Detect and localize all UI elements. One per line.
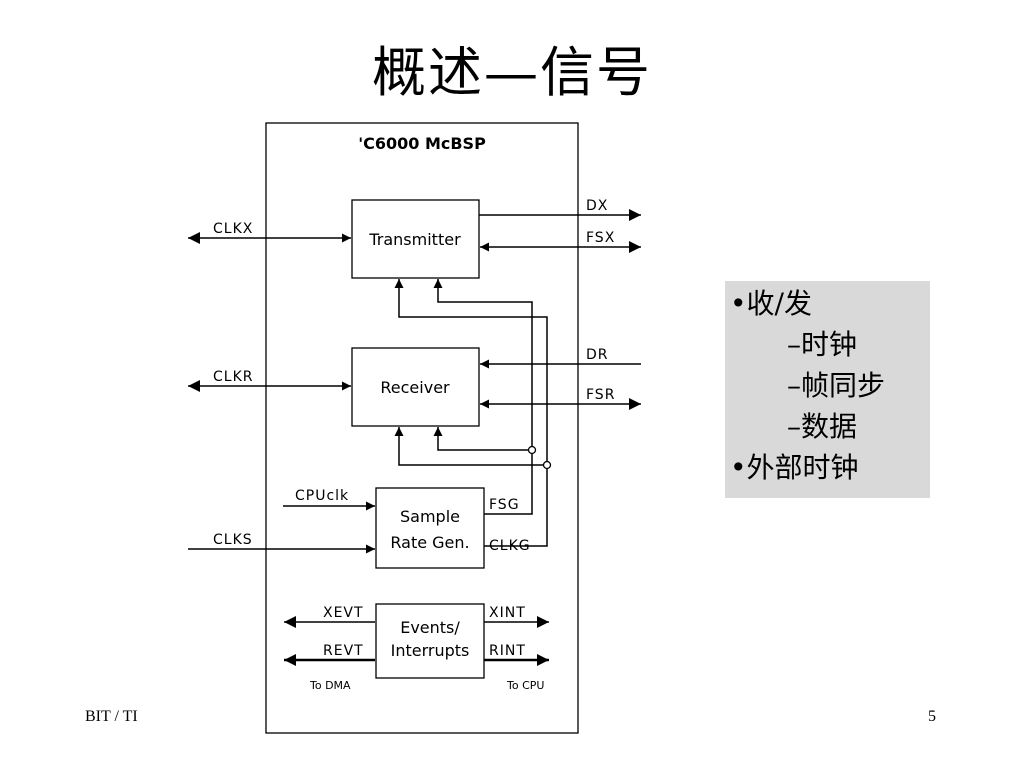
transmitter-block	[351, 199, 480, 279]
note-item-send-receive: •收/发	[730, 287, 812, 320]
events-label-2: Interrupts	[391, 641, 470, 660]
transmitter-label: Transmitter	[368, 230, 461, 249]
note-item-clock: –时钟	[787, 328, 858, 361]
sample-rate-gen-block	[375, 487, 485, 569]
fsg-to-receiver-wire	[433, 427, 532, 451]
clks-label: CLKS	[213, 532, 253, 548]
fsg-junction	[527, 445, 537, 455]
to-cpu-label: To CPU	[506, 679, 544, 692]
dx-label: DX	[586, 198, 608, 214]
revt-label: REVT	[323, 643, 364, 659]
signal-notes-box: •收/发 –时钟 –帧同步 –数据 •外部时钟	[725, 281, 930, 498]
events-interrupts-block	[375, 603, 485, 679]
fsg-wire	[433, 279, 533, 515]
note-item-external-clock: •外部时钟	[730, 451, 859, 484]
clkg-wire	[394, 279, 548, 547]
clkx-label: CLKX	[213, 221, 253, 237]
fsg-label: FSG	[489, 497, 520, 513]
clkg-junction	[542, 460, 552, 470]
receiver-label: Receiver	[380, 378, 450, 397]
clkg-to-receiver-wire	[394, 427, 547, 466]
fsx-label: FSX	[586, 230, 615, 246]
slide-title: 概述—信号	[372, 41, 652, 104]
page-number: 5	[928, 708, 936, 725]
xevt-label: XEVT	[323, 605, 364, 621]
note-item-data: –数据	[787, 410, 858, 443]
receiver-block	[351, 347, 480, 427]
cpuclk-label: CPUclk	[295, 488, 349, 504]
fsr-label: FSR	[586, 387, 615, 403]
footer-source: BIT / TI	[85, 708, 138, 725]
mcbsp-outer-box	[265, 122, 579, 734]
note-item-frame-sync: –帧同步	[787, 369, 886, 402]
sample-rate-gen-label-1: Sample	[400, 507, 460, 526]
dr-label: DR	[586, 347, 609, 363]
sample-rate-gen-label-2: Rate Gen.	[390, 533, 469, 552]
rint-label: RINT	[489, 643, 526, 659]
xint-label: XINT	[489, 605, 526, 621]
clkr-label: CLKR	[213, 369, 253, 385]
clkg-label: CLKG	[489, 538, 531, 554]
events-label-1: Events/	[400, 618, 460, 637]
to-dma-label: To DMA	[309, 679, 351, 692]
diagram-title: 'C6000 McBSP	[358, 134, 486, 153]
